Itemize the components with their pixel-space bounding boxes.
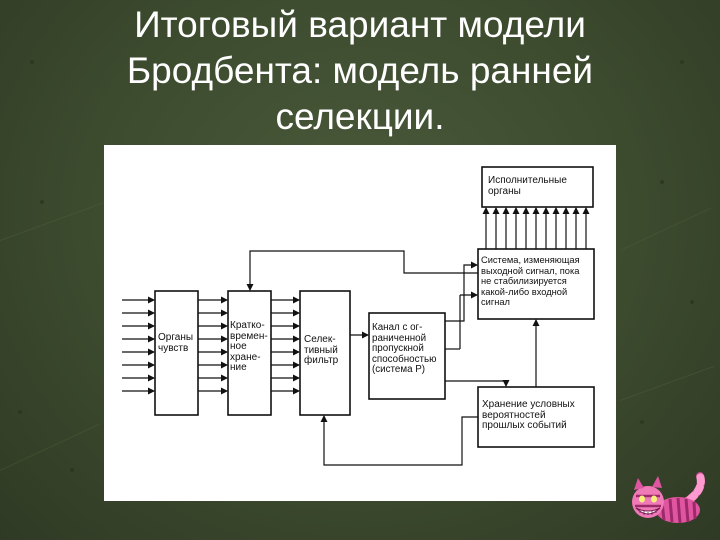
channel-box (368, 312, 446, 400)
title-line-2: Бродбента: модель ранней (126, 50, 594, 91)
limited-channel-label: Канал с ог- раниченной пропускной способ… (372, 322, 437, 375)
effectors-label: Исполнительные органы (488, 175, 567, 197)
senses-label: Органы чувств (158, 332, 194, 354)
title-line-3: селекции. (275, 96, 445, 137)
short-term-box (227, 290, 272, 416)
diagram-lines (122, 166, 595, 466)
short-term-label: Кратко- времен- ное хране- ние (230, 320, 268, 373)
output-system-label: Система, изменяющая выходной сигнал, пок… (481, 255, 580, 307)
cheshire-cat-icon (632, 472, 705, 524)
memory-label: Хранение условных вероятностей прошлых с… (482, 399, 575, 431)
selective-filter-label: Селек- тивный фильтр (304, 334, 339, 366)
broadbent-model-diagram: Органы чувств Кратко- времен- ное хране-… (104, 145, 616, 501)
title-line-1: Итоговый вариант модели (134, 4, 586, 45)
slide-title: Итоговый вариант модели Бродбента: модел… (40, 2, 680, 140)
senses-box (154, 290, 199, 416)
